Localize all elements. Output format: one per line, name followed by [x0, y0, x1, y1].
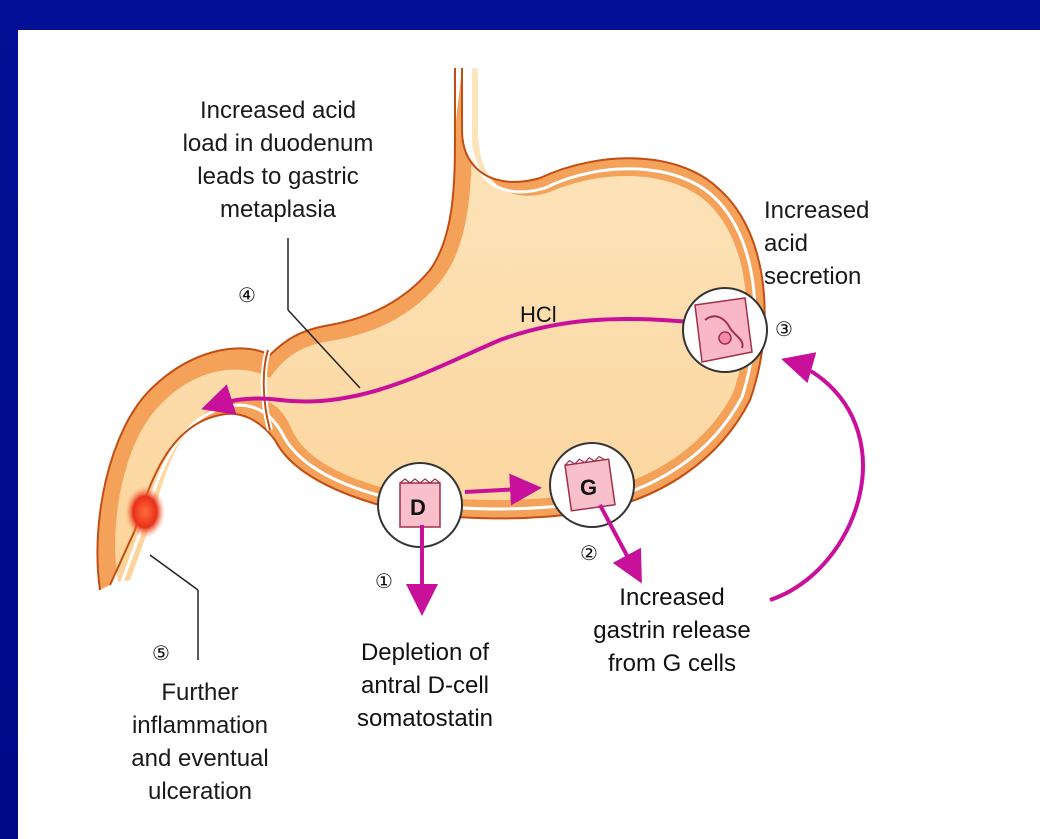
label-gastrin-release: Increased gastrin release from G cells	[593, 584, 750, 677]
svg-text:Further: Further	[161, 679, 238, 706]
g-cell-letter: G	[580, 475, 597, 500]
svg-text:Increased: Increased	[764, 197, 869, 224]
svg-text:leads to gastric: leads to gastric	[197, 163, 358, 190]
d-cell-letter: D	[410, 495, 426, 520]
svg-text:Increased: Increased	[619, 584, 724, 611]
svg-text:somatostatin: somatostatin	[357, 705, 493, 732]
step-1-number: ①	[375, 571, 393, 593]
ulcer-spot	[125, 486, 165, 538]
step-5-number: ⑤	[152, 643, 170, 665]
hcl-label: HCl	[520, 302, 557, 327]
svg-text:load in duodenum: load in duodenum	[183, 130, 374, 157]
label-acid-secretion: Increased acid secretion	[764, 197, 869, 290]
step-2-number: ②	[580, 543, 598, 565]
svg-text:inflammation: inflammation	[132, 712, 268, 739]
label-somatostatin: Depletion of antral D-cell somatostatin	[357, 639, 493, 732]
label-acid-load: Increased acid load in duodenum leads to…	[183, 97, 374, 223]
svg-text:secretion: secretion	[764, 263, 861, 290]
leader-line-step5-b	[150, 555, 198, 590]
svg-text:acid: acid	[764, 230, 808, 257]
g-cell: G	[550, 443, 634, 527]
svg-text:and eventual: and eventual	[131, 745, 268, 772]
svg-text:Increased acid: Increased acid	[200, 97, 356, 124]
svg-text:from G cells: from G cells	[608, 650, 736, 677]
label-ulceration: Further inflammation and eventual ulcera…	[131, 679, 268, 805]
svg-text:Depletion of: Depletion of	[361, 639, 489, 666]
step-4-number: ④	[238, 285, 256, 307]
svg-text:ulceration: ulceration	[148, 778, 252, 805]
step-3-number: ③	[775, 319, 793, 341]
parietal-cell	[683, 288, 767, 372]
gastrin-to-parietal-arrow	[770, 360, 863, 600]
svg-text:gastrin release: gastrin release	[593, 617, 750, 644]
svg-text:metaplasia: metaplasia	[220, 196, 337, 223]
svg-text:antral D-cell: antral D-cell	[361, 672, 489, 699]
